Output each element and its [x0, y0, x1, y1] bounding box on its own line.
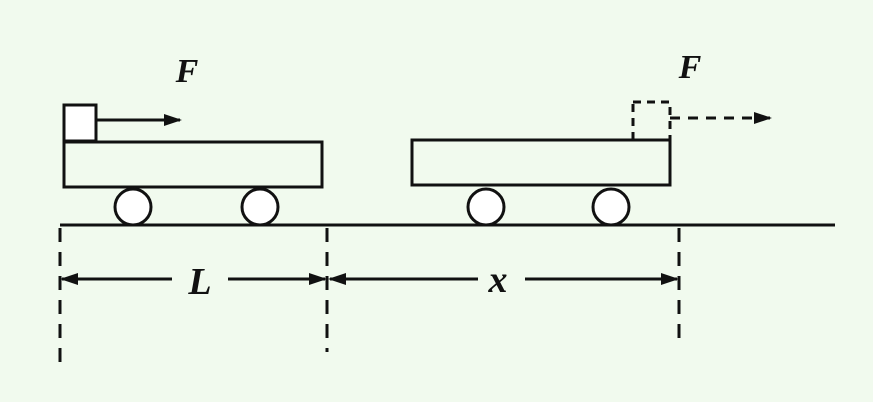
- block-left: [62, 103, 98, 143]
- wheel-left-front: [113, 187, 153, 227]
- dimension-x-label: x: [488, 259, 508, 301]
- force-right-label: F: [678, 49, 702, 86]
- wheel-left-rear: [240, 187, 280, 227]
- dimension-L-label: L: [187, 261, 211, 303]
- cart-body-right: [410, 138, 672, 187]
- cart-left: [62, 103, 324, 227]
- wheel-right-front: [466, 187, 506, 227]
- block-right-dashed: [631, 100, 672, 142]
- force-right: F: [670, 49, 772, 124]
- wheel-right-rear: [591, 187, 631, 227]
- force-left-label: F: [175, 53, 199, 90]
- cart-body-left: [62, 140, 324, 189]
- dimension-L: L: [60, 261, 327, 303]
- cart-right: [410, 100, 672, 227]
- force-left: F: [96, 53, 199, 126]
- dimension-x: x: [328, 259, 679, 301]
